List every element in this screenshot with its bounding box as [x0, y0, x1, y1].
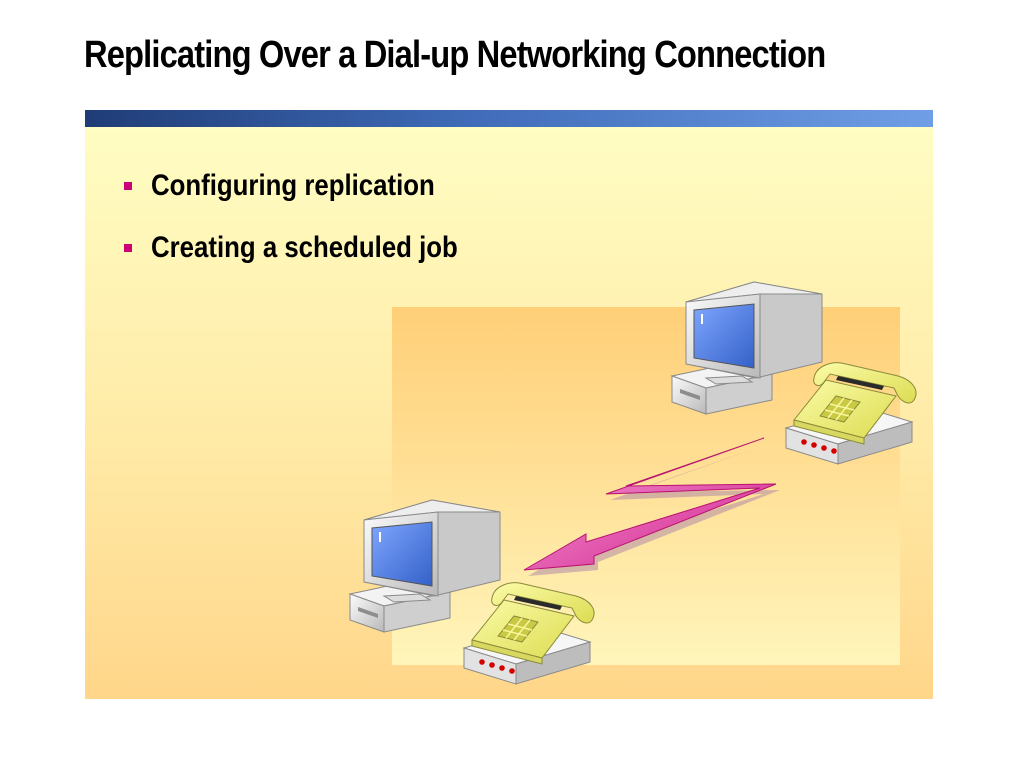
slide-title: Replicating Over a Dial-up Networking Co… [84, 34, 826, 76]
square-bullet-icon [124, 182, 132, 190]
title-accent-bar [85, 110, 933, 127]
diagram-background [392, 307, 900, 665]
bullet-item: Configuring replication [124, 168, 508, 204]
bullet-text: Creating a scheduled job [151, 231, 458, 264]
bullet-list: Configuring replication Creating a sched… [124, 168, 508, 292]
bullet-text: Configuring replication [151, 169, 435, 202]
square-bullet-icon [124, 244, 132, 252]
bullet-item: Creating a scheduled job [124, 230, 508, 266]
